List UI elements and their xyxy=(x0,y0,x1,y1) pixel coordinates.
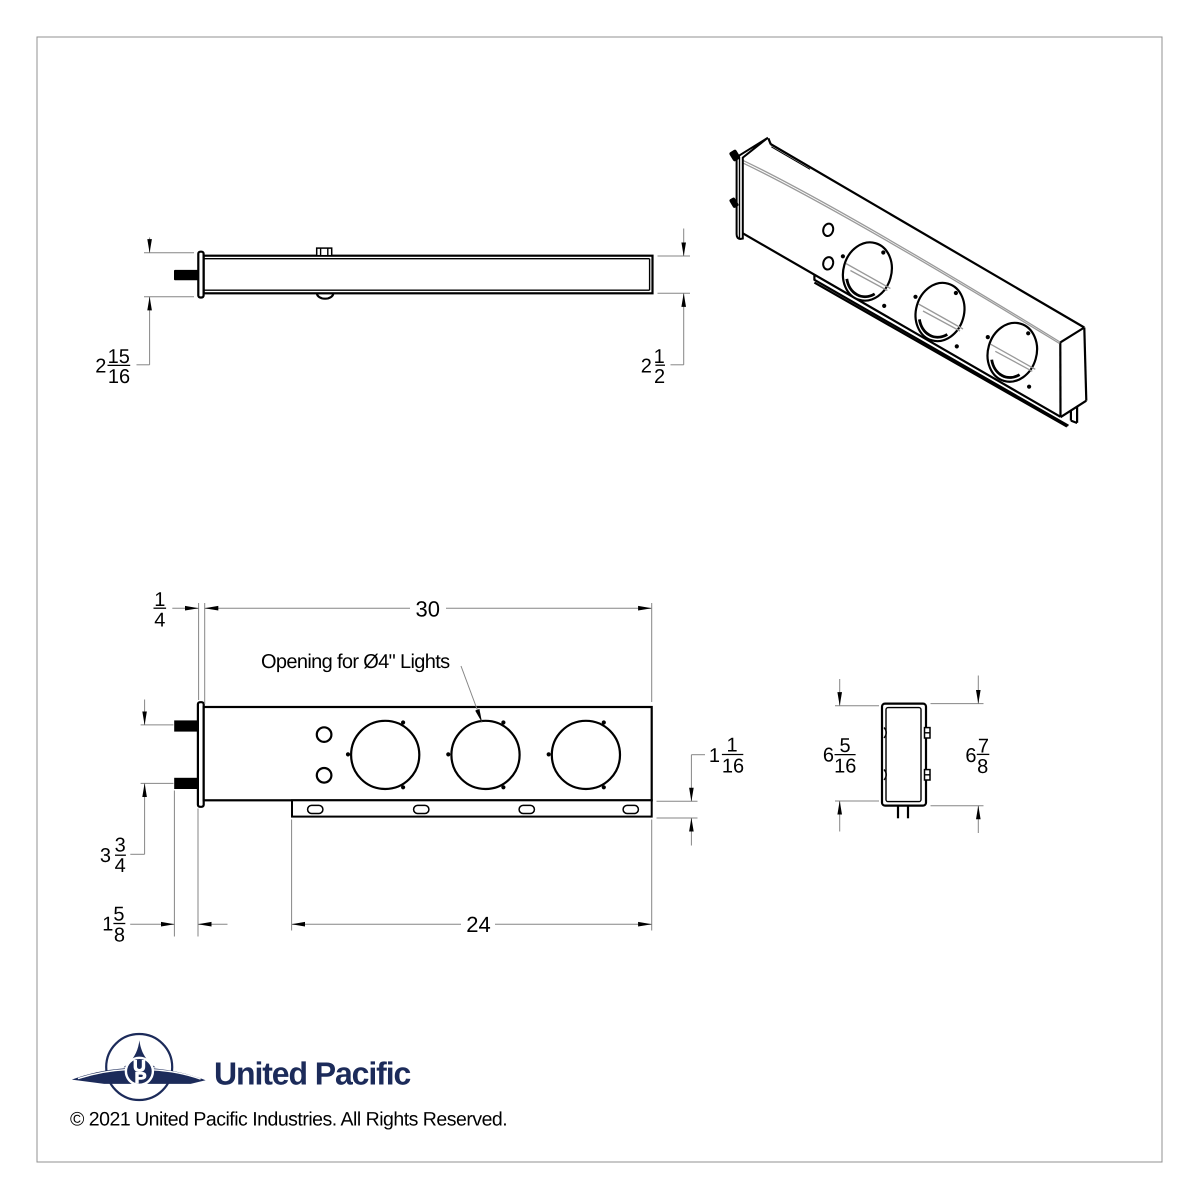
svg-text:1: 1 xyxy=(102,914,113,936)
svg-text:United Pacific: United Pacific xyxy=(214,1056,411,1092)
svg-text:30: 30 xyxy=(416,597,440,622)
svg-text:3: 3 xyxy=(115,835,126,857)
svg-text:1: 1 xyxy=(654,346,665,368)
svg-text:© 2021 United Pacific Industri: © 2021 United Pacific Industries. All Ri… xyxy=(70,1109,507,1131)
svg-text:1: 1 xyxy=(726,735,737,757)
svg-text:15: 15 xyxy=(108,346,130,368)
svg-text:1: 1 xyxy=(154,589,165,611)
svg-text:4: 4 xyxy=(115,855,126,877)
svg-text:2: 2 xyxy=(95,356,106,378)
svg-text:5: 5 xyxy=(840,735,851,757)
svg-text:2: 2 xyxy=(654,366,665,388)
svg-text:8: 8 xyxy=(114,924,125,946)
svg-text:8: 8 xyxy=(977,756,988,778)
svg-text:5: 5 xyxy=(113,903,124,925)
svg-text:6: 6 xyxy=(823,744,834,766)
svg-text:1: 1 xyxy=(709,745,720,767)
svg-text:16: 16 xyxy=(834,755,856,777)
svg-text:16: 16 xyxy=(722,755,744,777)
svg-text:2: 2 xyxy=(641,356,652,378)
svg-text:6: 6 xyxy=(965,745,976,767)
svg-text:Opening for Ø4" Lights: Opening for Ø4" Lights xyxy=(261,651,450,673)
svg-text:16: 16 xyxy=(108,366,130,388)
svg-text:7: 7 xyxy=(978,735,989,757)
svg-text:4: 4 xyxy=(154,610,165,632)
svg-text:3: 3 xyxy=(100,845,111,867)
svg-text:24: 24 xyxy=(466,912,490,937)
